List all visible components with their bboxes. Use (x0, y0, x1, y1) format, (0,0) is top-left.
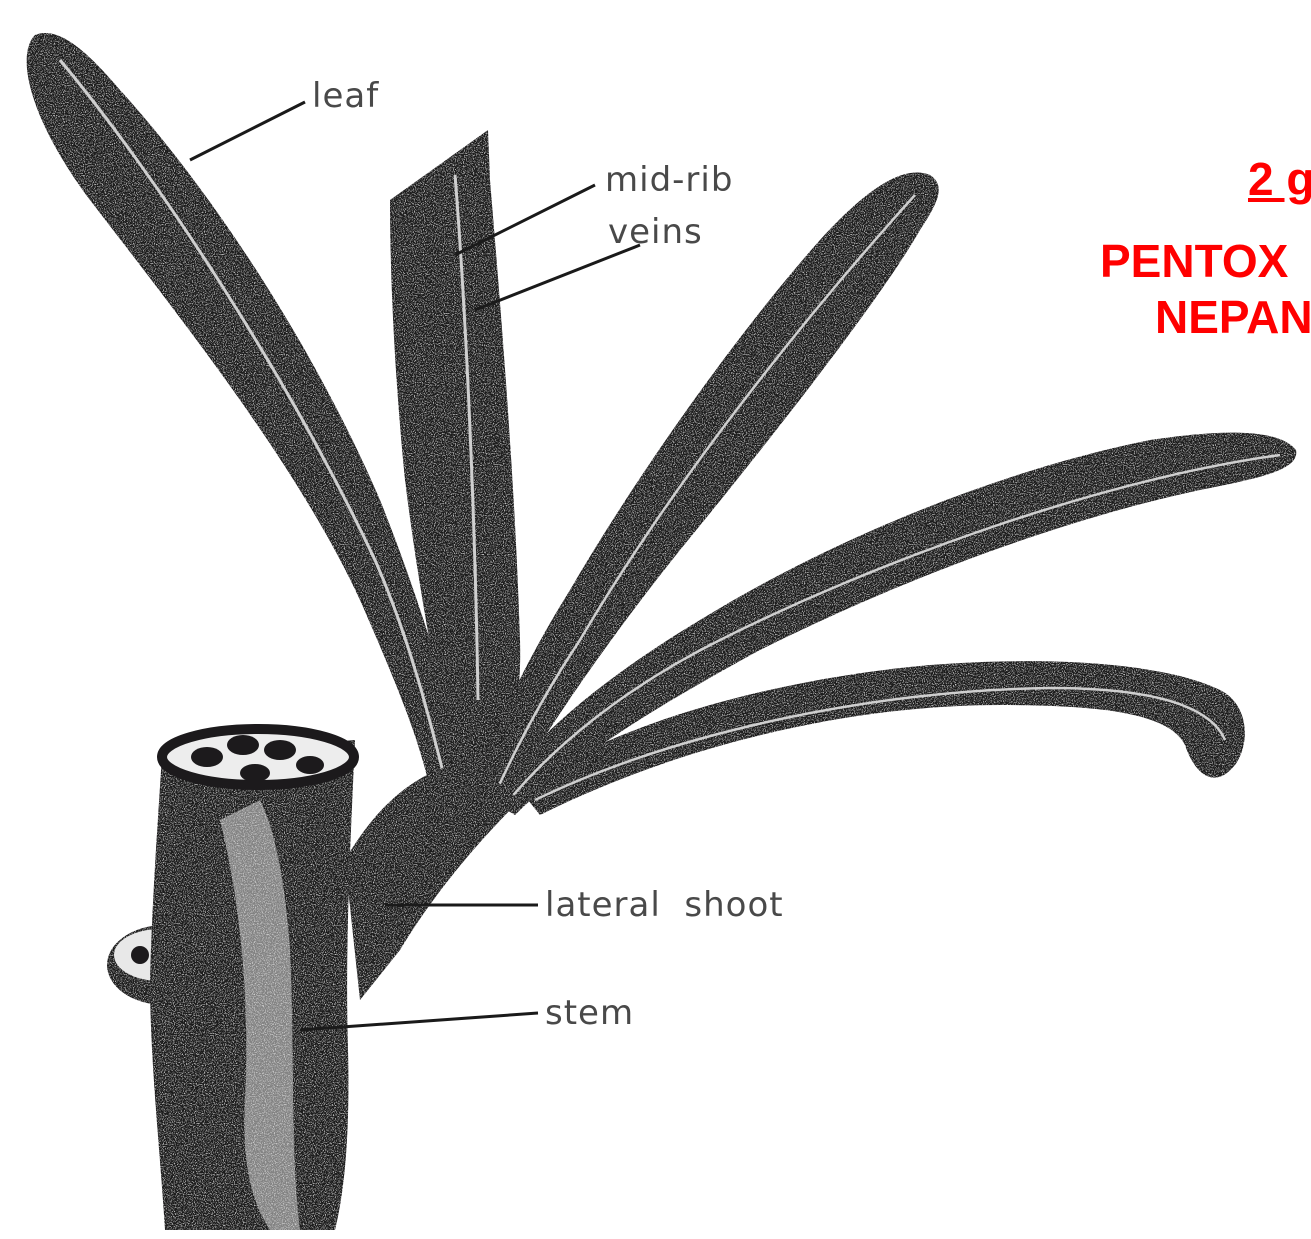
stem-bundle (296, 756, 324, 774)
leaf-leader-line (190, 102, 305, 160)
stump-bundle (131, 946, 149, 964)
stem-bundle (191, 747, 223, 767)
leaf-label: leaf (312, 76, 379, 116)
stem-bundle (264, 740, 296, 760)
lateral-shoot-label: lateral shoot (545, 885, 784, 925)
drug-name-text-2: NEPAN (1155, 290, 1311, 344)
dose-text: 2 g (1248, 152, 1311, 206)
midrib-label: mid-rib (605, 160, 733, 200)
drug-name-text-1: PENTOX (1100, 234, 1288, 288)
stem-bundle (240, 764, 270, 782)
stem-label: stem (545, 993, 634, 1033)
stem-bundle (227, 735, 259, 755)
veins-leader-line (475, 245, 640, 310)
lateral-shoot (345, 760, 520, 1000)
veins-label: veins (608, 212, 703, 252)
